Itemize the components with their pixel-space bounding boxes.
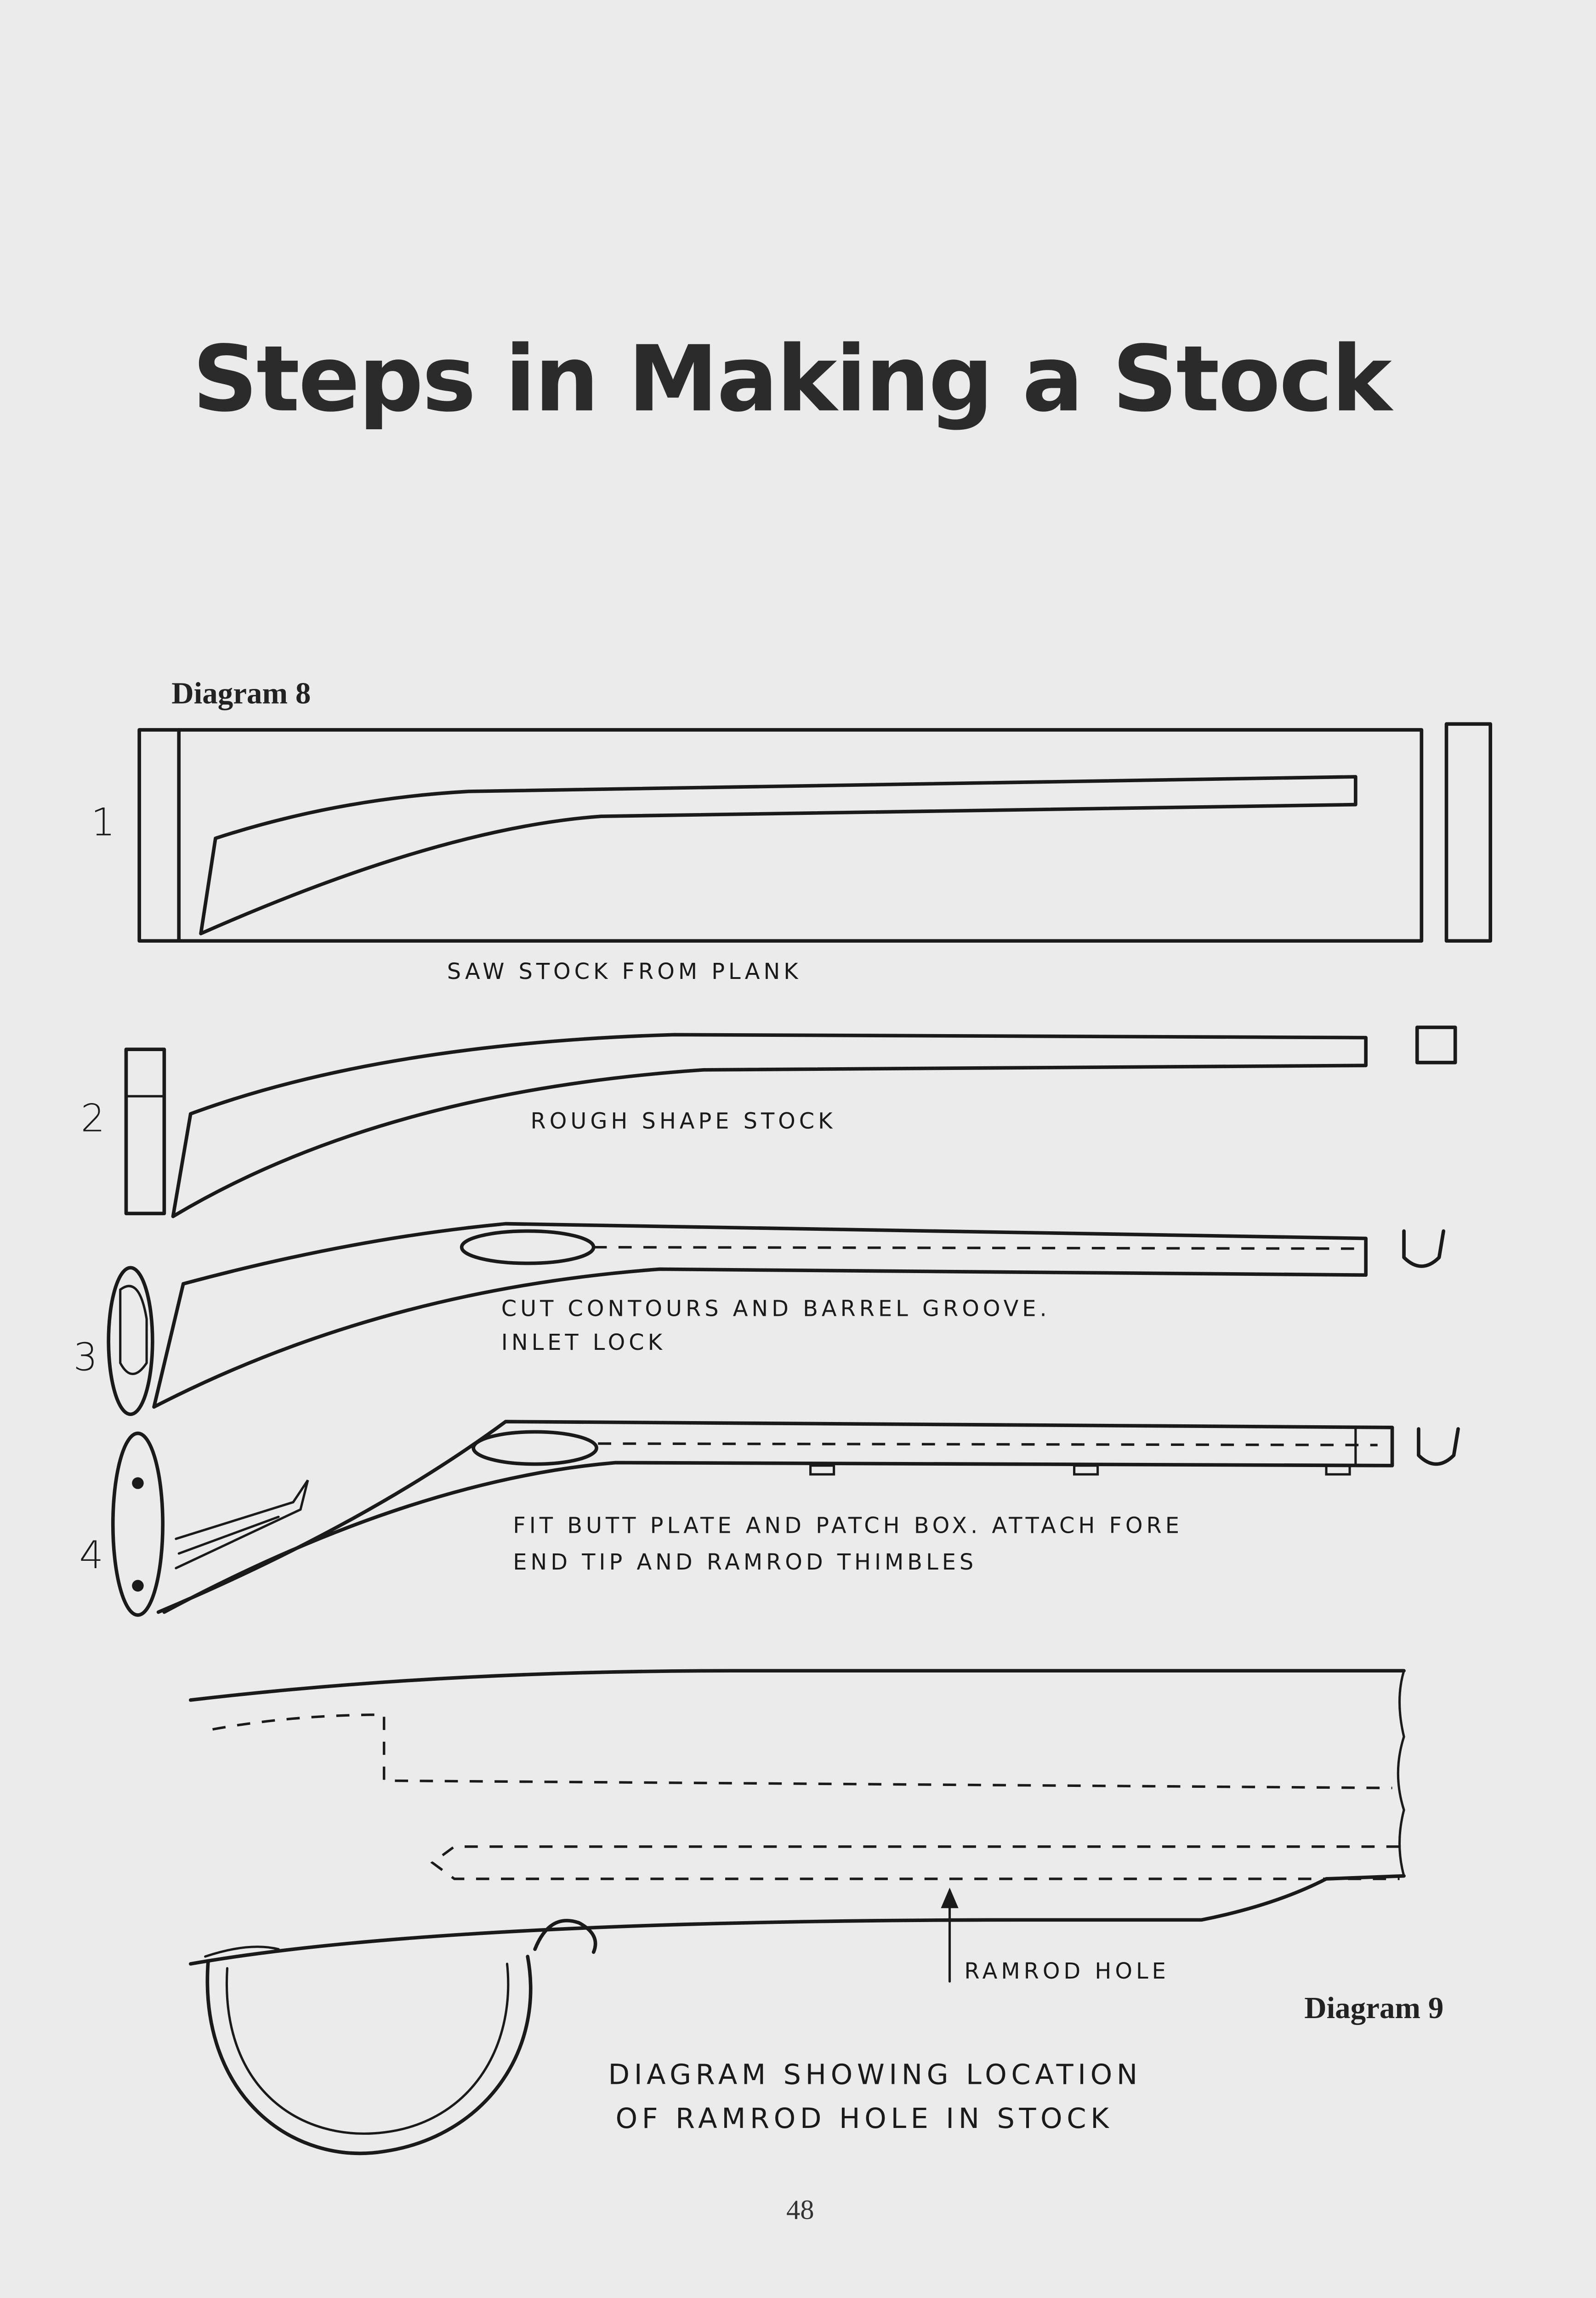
step-3-number: 3 — [74, 1335, 98, 1380]
diagram-9-caption: Diagram 9 — [1304, 1991, 1443, 2025]
diagram-9-description-line-1: DIAGRAM SHOWING LOCATION — [608, 2059, 1142, 2091]
step-2-label: ROUGH SHAPE STOCK — [531, 1109, 836, 1134]
step-2-number: 2 — [81, 1096, 105, 1141]
step-1-plank-drawing — [137, 722, 1493, 943]
page-number: 48 — [786, 2195, 814, 2225]
step-4-number: 4 — [79, 1533, 103, 1577]
step-4-finished-stock-drawing — [111, 1420, 1460, 1617]
diagram-9-description-line-2: OF RAMROD HOLE IN STOCK — [615, 2103, 1113, 2135]
step-3-contoured-stock-drawing — [107, 1222, 1445, 1416]
diagram-8-caption: Diagram 8 — [171, 677, 311, 711]
diagram-9-ramrod-hole-drawing — [188, 1669, 1406, 2155]
ramrod-hole-label: RAMROD HOLE — [964, 1959, 1169, 1984]
step-4-label-line-2: END TIP AND RAMROD THIMBLES — [513, 1550, 977, 1575]
step-3-label-line-1: CUT CONTOURS AND BARREL GROOVE. — [501, 1297, 1051, 1322]
step-1-label: SAW STOCK FROM PLANK — [447, 959, 802, 984]
step-4-label-line-1: FIT BUTT PLATE AND PATCH BOX. ATTACH FOR… — [513, 1513, 1183, 1538]
step-1-number: 1 — [91, 800, 115, 845]
step-3-label-line-2: INLET LOCK — [501, 1330, 666, 1355]
step-2-rough-stock-drawing — [124, 1025, 1457, 1218]
page-title: Steps in Making a Stock — [193, 326, 1394, 432]
